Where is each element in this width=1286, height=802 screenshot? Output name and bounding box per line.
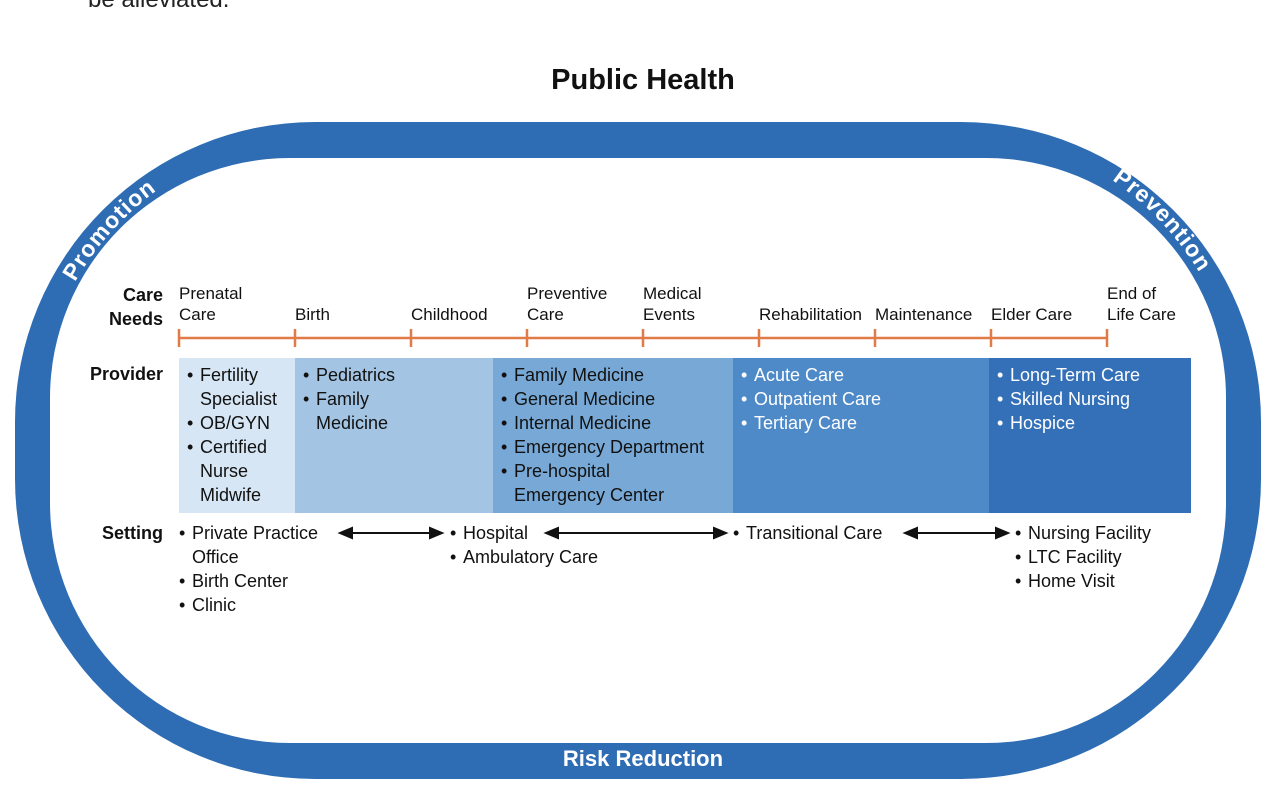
arrow-practice-hospital xyxy=(337,526,445,540)
provider-item: Family Medicine xyxy=(303,387,406,435)
provider-item: OB/GYN xyxy=(187,411,287,435)
care-need-line2: Maintenance xyxy=(875,305,973,324)
care-need-preventive: Preventive Care xyxy=(527,283,607,325)
care-need-line1 xyxy=(991,283,1072,304)
provider-item: Emergency Department xyxy=(501,435,725,459)
care-needs-timeline xyxy=(177,329,1109,347)
risk-reduction-label: Risk Reduction xyxy=(562,746,724,771)
previous-paragraph-text: be alleviated. xyxy=(88,0,229,14)
setting-column-transitional: Transitional Care xyxy=(733,521,903,545)
provider-column-rehab: Acute Care Outpatient Care Tertiary Care xyxy=(733,358,989,513)
provider-item: Long-Term Care xyxy=(997,363,1183,387)
provider-column-childhood: Pediatrics Family Medicine xyxy=(295,358,493,513)
setting-item: Clinic xyxy=(179,593,339,617)
care-need-end-of-life: End of Life Care xyxy=(1107,283,1176,325)
care-need-line1: Preventive xyxy=(527,284,608,303)
setting-arrows xyxy=(337,526,1011,540)
care-need-medical-events: Medical Events xyxy=(643,283,702,325)
provider-item: Acute Care xyxy=(741,363,981,387)
setting-column-practice: Private Practice Office Birth Center Cli… xyxy=(179,521,339,617)
provider-row-label: Provider xyxy=(89,364,163,384)
care-need-line2: Life Care xyxy=(1107,305,1176,324)
care-need-line2: Elder Care xyxy=(991,305,1073,324)
care-need-childhood: Childhood xyxy=(411,283,488,325)
care-need-line2: Care xyxy=(527,305,564,324)
care-need-line1: Medical xyxy=(643,284,702,303)
provider-item: Hospice xyxy=(997,411,1183,435)
care-need-line1 xyxy=(411,283,488,304)
care-need-line2: Care xyxy=(179,305,216,324)
care-need-line2: Events xyxy=(643,305,695,324)
provider-item: Pre-hospital Emergency Center xyxy=(501,459,694,507)
provider-item: Internal Medicine xyxy=(501,411,725,435)
provider-item: Pediatrics xyxy=(303,363,485,387)
arrow-hospital-transitional xyxy=(543,526,729,540)
setting-item: LTC Facility xyxy=(1015,545,1195,569)
care-needs-label-line1: Care xyxy=(122,285,163,305)
care-need-line1 xyxy=(759,283,862,304)
setting-item: Nursing Facility xyxy=(1015,521,1195,545)
setting-column-hospital: Hospital Ambulatory Care xyxy=(450,521,640,569)
provider-item: Family Medicine xyxy=(501,363,725,387)
care-needs-row-label: Care Needs xyxy=(83,283,163,331)
provider-item: Tertiary Care xyxy=(741,411,981,435)
provider-column-prenatal: Fertility Specialist OB/GYN Certified Nu… xyxy=(179,358,295,513)
care-need-line1: Prenatal xyxy=(179,284,243,303)
setting-row-label: Setting xyxy=(102,523,163,543)
care-need-line1: End of xyxy=(1107,284,1157,303)
setting-item: Transitional Care xyxy=(733,521,903,545)
care-need-line1 xyxy=(875,283,972,304)
care-need-line2: Childhood xyxy=(411,305,488,324)
care-need-line2: Rehabilitation xyxy=(759,305,863,324)
care-need-maintenance: Maintenance xyxy=(875,283,972,325)
arrow-transitional-nursing xyxy=(902,526,1011,540)
setting-item: Home Visit xyxy=(1015,569,1195,593)
setting-item: Hospital xyxy=(450,521,543,545)
care-need-elder-care: Elder Care xyxy=(991,283,1072,325)
provider-item: General Medicine xyxy=(501,387,725,411)
provider-column-elder: Long-Term Care Skilled Nursing Hospice xyxy=(989,358,1191,513)
setting-item: Private Practice Office xyxy=(179,521,342,569)
provider-item: Fertility Specialist xyxy=(187,363,287,411)
care-need-prenatal: Prenatal Care xyxy=(179,283,242,325)
care-need-line2: Birth xyxy=(295,305,330,324)
setting-item: Ambulatory Care xyxy=(450,545,640,569)
provider-item: Outpatient Care xyxy=(741,387,981,411)
setting-column-nursing: Nursing Facility LTC Facility Home Visit xyxy=(1015,521,1195,593)
provider-item: Skilled Nursing xyxy=(997,387,1183,411)
setting-item: Birth Center xyxy=(179,569,339,593)
care-needs-label-line2: Needs xyxy=(108,309,163,329)
care-need-birth: Birth xyxy=(295,283,330,325)
diagram-title: Public Health xyxy=(551,64,735,96)
provider-column-medical: Family Medicine General Medicine Interna… xyxy=(493,358,733,513)
care-need-line1 xyxy=(295,283,330,304)
care-need-rehabilitation: Rehabilitation xyxy=(759,283,862,325)
provider-item: Certified Nurse Midwife xyxy=(187,435,287,507)
timeline-ticks xyxy=(177,329,1109,347)
